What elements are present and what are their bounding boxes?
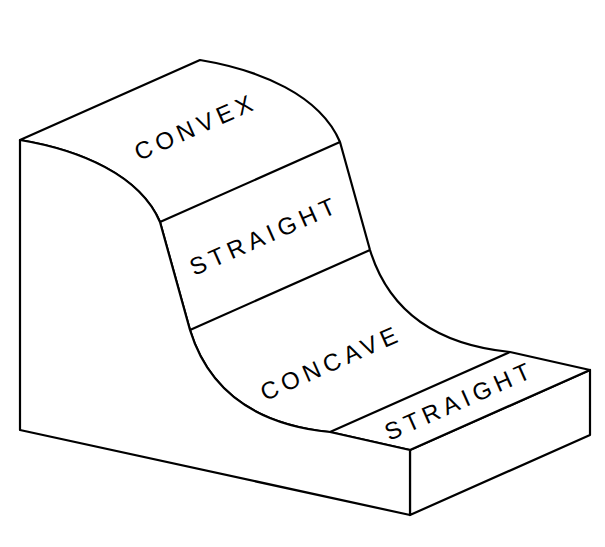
front-face (20, 140, 410, 515)
